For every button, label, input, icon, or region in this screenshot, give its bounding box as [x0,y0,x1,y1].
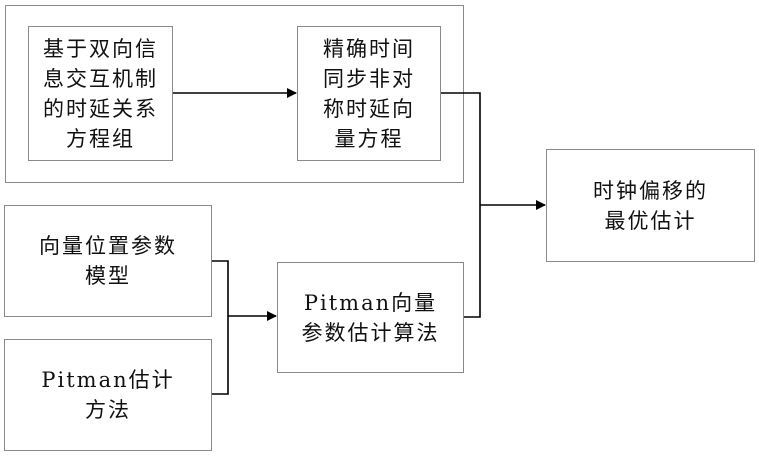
edge-merge-bracket-left [212,261,228,394]
edge-merge-bracket-right [441,93,480,317]
